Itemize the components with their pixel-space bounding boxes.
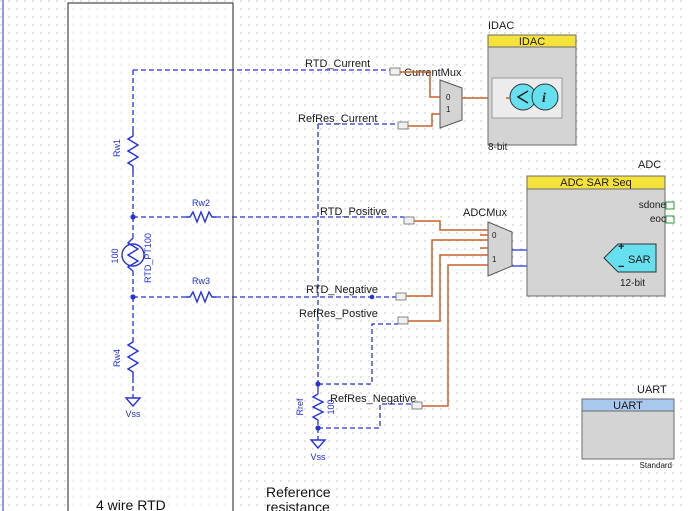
- rw3-label: Rw3: [192, 276, 210, 286]
- rtd-ring: [121, 243, 145, 267]
- uart-instance-name: UART: [637, 384, 667, 396]
- rtd-chain: Rw1 Rw2 100 RTD_PT100 Rw3 Rw4 Vss: [110, 69, 404, 419]
- wire-currentmux-in0: [400, 71, 440, 98]
- adc-mux-in1: 1: [492, 255, 497, 264]
- sar-minus-sign: −: [618, 261, 624, 273]
- wire-adcmux-rtd-neg: [406, 239, 488, 297]
- adc-mux-in0: 0: [492, 231, 497, 240]
- sar-symbol-icon: [603, 243, 657, 273]
- rw2-label: Rw2: [192, 198, 210, 208]
- current-mux-body[interactable]: [439, 79, 463, 129]
- rtd-name-label: RTD_PT100: [143, 233, 153, 283]
- adc-instance-name: ADC: [638, 159, 661, 171]
- resistor-rw1: [126, 130, 140, 172]
- current-mux-in1: 1: [446, 105, 451, 114]
- idac-block[interactable]: IDAC IDAC i 8-bit: [487, 20, 577, 153]
- current-mux-in0: 0: [446, 93, 451, 102]
- pin-refres-negative: [411, 401, 423, 410]
- ground-vss1-icon: [124, 397, 142, 408]
- idac-instance-name: IDAC: [488, 20, 514, 32]
- idac-header-text: IDAC: [519, 36, 545, 48]
- adc-sdone-pin: [665, 201, 675, 210]
- resistor-rw2: [186, 210, 216, 224]
- adc-block[interactable]: ADC ADC SAR Seq sdone eoc + − SAR 12-bit: [526, 159, 675, 297]
- idac-header: [487, 34, 577, 48]
- rw4-label: Rw4: [112, 349, 122, 367]
- resistor-rref: [311, 393, 325, 421]
- idac-source-right-icon: [531, 83, 559, 111]
- wire-refres-negative: [318, 403, 412, 429]
- uart-header: [581, 398, 675, 412]
- pin-rtd-current: [389, 67, 401, 76]
- reference-resistor: Rref 100 Vss: [295, 123, 412, 462]
- pin-rtd-negative: [395, 292, 407, 301]
- adc-eoc-pin: [665, 215, 675, 224]
- adc-header-text: ADC SAR Seq: [560, 177, 632, 189]
- sar-label: SAR: [628, 254, 651, 266]
- rtd-frame: [67, 2, 234, 511]
- resistor-rw4: [126, 338, 140, 378]
- wire-adcmux-refres-neg: [422, 264, 488, 407]
- sar-plus-sign: +: [618, 241, 624, 253]
- net-rtd-positive: RTD_Positive: [320, 206, 387, 218]
- pin-refres-postive: [397, 316, 409, 325]
- uart-block[interactable]: UART UART Standard: [581, 384, 675, 470]
- idac-arrow-icon: [516, 90, 529, 104]
- reference-caption-line2: resistance: [266, 499, 330, 511]
- net-refres-postive: RefRes_Postive: [299, 308, 378, 320]
- adc-sdone-label: sdone: [639, 200, 667, 211]
- net-rtd-current: RTD_Current: [305, 58, 370, 70]
- rtd-resistor: [126, 237, 140, 272]
- net-refres-current: RefRes_Current: [298, 113, 377, 125]
- uart-header-text: UART: [613, 400, 643, 412]
- rw1-label: Rw1: [112, 139, 122, 157]
- idac-i-glyph-icon: i: [542, 91, 546, 106]
- junction-rtd-negative: [369, 294, 375, 300]
- rtd-caption: 4 wire RTD: [96, 497, 166, 511]
- reference-caption-line1: Reference: [266, 484, 331, 500]
- net-rtd-negative: RTD_Negative: [306, 284, 378, 296]
- wire-currentmux-in1: [408, 113, 440, 127]
- pin-refres-current: [397, 121, 409, 130]
- current-mux[interactable]: 0 1 CurrentMux: [400, 67, 506, 129]
- uart-footer: Standard: [640, 461, 672, 470]
- wire-adcmux-refres-pos: [408, 254, 488, 322]
- resistor-rw3: [186, 290, 216, 304]
- rref-value-label: 100: [326, 399, 336, 414]
- pin-rtd-positive: [403, 216, 415, 225]
- rref-label: Rref: [295, 398, 305, 416]
- adc-resolution: 12-bit: [620, 278, 645, 289]
- ground-vss2-icon: [309, 439, 327, 450]
- vss2-label: Vss: [310, 452, 326, 462]
- adc-body[interactable]: [526, 175, 666, 297]
- vss1-label: Vss: [125, 409, 141, 419]
- wire-adcmux-rtd-pos: [414, 220, 488, 231]
- rtd-value-label: 100: [110, 248, 120, 263]
- adc-eoc-label: eoc: [650, 214, 666, 225]
- net-refres-negative: RefRes_Negative: [330, 393, 416, 405]
- adc-mux-name: ADCMux: [463, 207, 508, 219]
- current-mux-name: CurrentMux: [404, 67, 462, 79]
- adc-header: [526, 175, 666, 190]
- net-labels: RTD_Current RefRes_Current RTD_Positive …: [298, 58, 423, 410]
- idac-resolution: 8-bit: [488, 142, 508, 153]
- wire-refres-positive: [318, 323, 398, 385]
